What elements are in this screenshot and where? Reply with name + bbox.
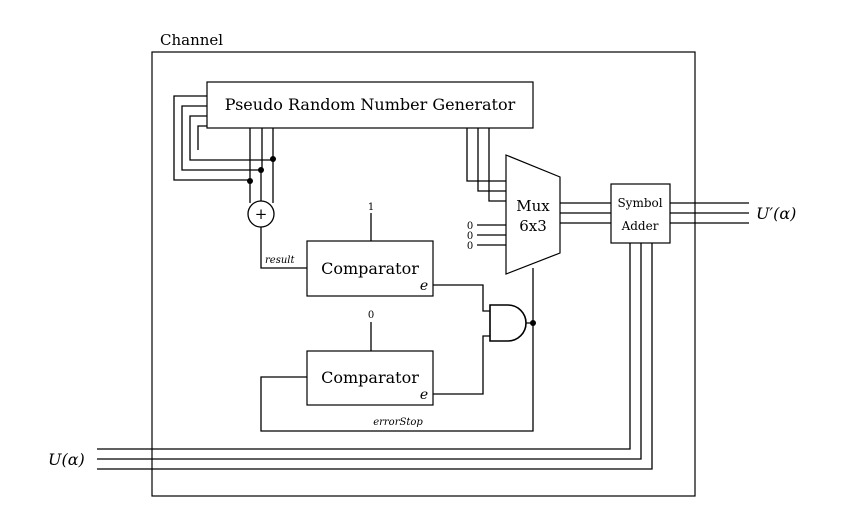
mux-label-line2: 6x3	[519, 217, 547, 235]
symbol-adder-block	[610, 183, 671, 244]
output-wires	[670, 202, 749, 224]
mux-to-adder-wires	[560, 202, 611, 224]
prng-feedback-wires	[173, 95, 276, 203]
comparator-bottom-block	[306, 350, 434, 406]
and-gate	[489, 304, 527, 342]
mux-const-2: 0	[467, 241, 473, 252]
output-signal-label: U′(α)	[756, 204, 796, 223]
junction-dot	[530, 320, 536, 326]
comparator-top-block	[306, 240, 434, 297]
comparator-top-constant: 1	[368, 202, 374, 213]
comparator-top-port: e	[420, 278, 428, 294]
errorstop-label: errorStop	[373, 417, 423, 428]
symbol-adder-line2: Adder	[621, 219, 659, 233]
result-wire	[260, 227, 307, 269]
channel-label: Channel	[160, 31, 223, 49]
xor-plus-icon: +	[255, 205, 268, 223]
mux-const-1: 0	[467, 231, 473, 242]
mux-label-line1: Mux	[516, 197, 550, 215]
channel-boundary	[151, 51, 696, 497]
result-label: result	[265, 255, 295, 266]
prng-to-mux-wires	[466, 128, 506, 202]
comparator-top-label: Comparator	[321, 259, 419, 278]
mux-constant-inputs: 0 0 0	[467, 221, 506, 252]
comparator-bottom-constant: 0	[368, 310, 374, 321]
comparator-bottom-label: Comparator	[321, 368, 419, 387]
input-wires	[97, 243, 653, 470]
prng-label: Pseudo Random Number Generator	[225, 95, 516, 114]
symbol-adder-line1: Symbol	[617, 196, 662, 210]
mux-block	[505, 154, 561, 275]
input-signal-label: U(α)	[48, 450, 85, 469]
mux-const-0: 0	[467, 221, 473, 232]
comparator-bottom-port: e	[420, 387, 428, 403]
prng-block	[206, 81, 534, 129]
